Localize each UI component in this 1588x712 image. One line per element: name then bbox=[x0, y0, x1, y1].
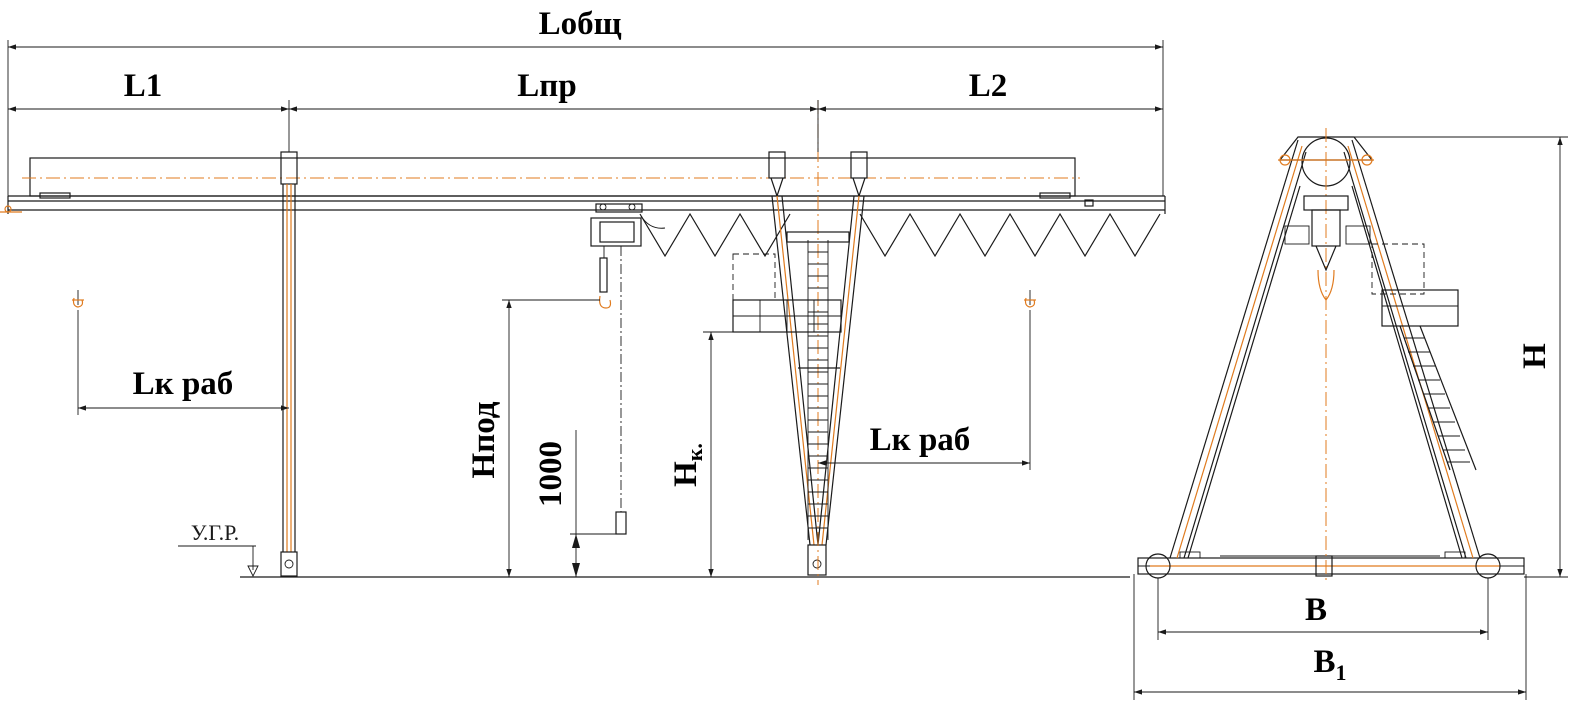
label-lift-height: Hпод bbox=[466, 401, 502, 478]
label-total-length: Lобщ bbox=[539, 6, 622, 42]
ground-level-mark: У.Г.Р. bbox=[178, 520, 259, 578]
front-view: Lобщ L1 Lпр L2 Lк раб Lк раб H bbox=[0, 6, 1166, 585]
right-leg bbox=[732, 100, 868, 585]
festoon-cable bbox=[639, 212, 1161, 258]
label-hook-reach-right: Lк раб bbox=[870, 422, 971, 458]
label-span: Lпр bbox=[517, 68, 576, 104]
main-girder bbox=[0, 157, 1166, 214]
label-min-hook-height: 1000 bbox=[533, 441, 569, 507]
dim-total-length: Lобщ bbox=[7, 6, 1164, 196]
hook-limit-left bbox=[72, 290, 84, 308]
label-cabin-height: Hк. bbox=[668, 443, 707, 487]
label-base-width: B1 bbox=[1313, 644, 1346, 685]
dim-base-width: B1 bbox=[1133, 574, 1527, 700]
label-crane-height: H bbox=[1517, 343, 1553, 369]
electric-hoist bbox=[590, 203, 666, 535]
dim-cabin-height: Hк. bbox=[668, 331, 770, 577]
dim-hook-reach-right: Lк раб bbox=[818, 310, 1031, 470]
dim-lift-height: Hпод bbox=[466, 299, 600, 577]
dim-hook-reach-left: Lк раб bbox=[77, 310, 289, 415]
dim-track-gauge: B bbox=[1157, 578, 1489, 640]
label-cantilever-left: L1 bbox=[124, 68, 163, 104]
label-cantilever-right: L2 bbox=[969, 68, 1008, 104]
label-cabin-height-sub: к. bbox=[682, 443, 707, 461]
label-ground-level: У.Г.Р. bbox=[191, 520, 239, 545]
dim-segments: L1 Lпр L2 bbox=[8, 68, 1163, 152]
side-view: H B B1 bbox=[1133, 128, 1568, 700]
dim-crane-height: H bbox=[1354, 136, 1568, 578]
hook-limit-right bbox=[1024, 290, 1036, 308]
label-track-gauge: B bbox=[1305, 592, 1327, 628]
label-cabin-height-main: H bbox=[668, 461, 704, 487]
label-hook-reach-left: Lк раб bbox=[133, 366, 234, 402]
left-leg bbox=[280, 100, 298, 577]
dim-min-hook-height: 1000 bbox=[533, 430, 616, 577]
label-base-width-main: B bbox=[1313, 644, 1335, 680]
label-base-width-sub: 1 bbox=[1336, 660, 1347, 685]
